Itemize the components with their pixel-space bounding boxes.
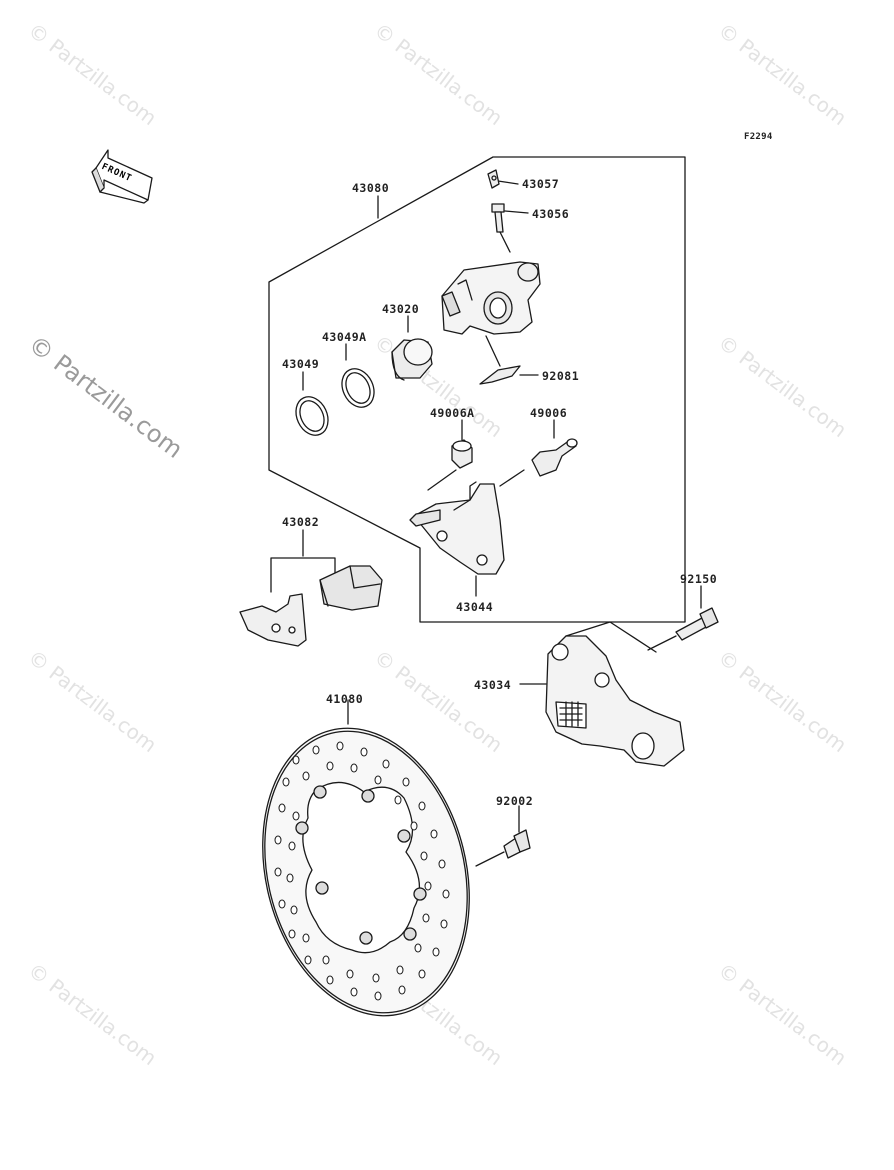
callout-43057: 43057 xyxy=(522,177,560,191)
part-43082-pad xyxy=(319,565,383,611)
part-43057-clip xyxy=(487,169,500,189)
callout-49006A: 49006A xyxy=(430,406,475,420)
part-caliper-body xyxy=(441,261,541,335)
callout-43080: 43080 xyxy=(352,181,390,195)
callout-43049A: 43049A xyxy=(322,330,367,344)
callout-49006: 49006 xyxy=(530,406,568,420)
callout-43049: 43049 xyxy=(282,357,320,371)
callout-92150: 92150 xyxy=(680,572,718,586)
part-92002-bolt xyxy=(475,829,531,867)
part-43082-pad-plate xyxy=(239,593,307,647)
part-92150-bolt xyxy=(647,607,719,651)
caliper-assembly-outline xyxy=(268,156,686,623)
figure-code: F2294 xyxy=(744,132,773,142)
callout-43082: 43082 xyxy=(282,515,320,529)
part-43020-piston xyxy=(391,338,433,381)
callout-43020: 43020 xyxy=(382,302,420,316)
part-49006-pin xyxy=(499,438,578,487)
part-49006A-boot xyxy=(451,439,473,469)
callout-92081: 92081 xyxy=(542,369,580,383)
front-arrow-icon xyxy=(91,149,153,204)
part-43049-seal xyxy=(295,396,329,436)
callout-43034: 43034 xyxy=(474,678,512,692)
callout-43044: 43044 xyxy=(456,600,494,614)
callout-92002: 92002 xyxy=(496,794,534,808)
part-92081-spring xyxy=(479,335,521,385)
part-43049A-seal xyxy=(341,368,375,408)
part-43056-bleeder xyxy=(491,203,511,253)
part-43044-bracket xyxy=(409,469,505,575)
disc-vent-holes xyxy=(274,741,450,1001)
part-43034-caliper-bracket xyxy=(545,621,685,767)
callout-43056: 43056 xyxy=(532,207,570,221)
callout-41080: 41080 xyxy=(326,692,364,706)
